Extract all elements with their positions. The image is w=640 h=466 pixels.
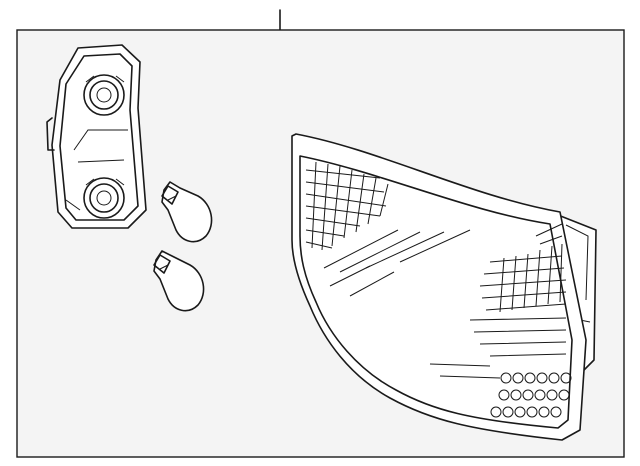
- tail-lamp-icon: [291, 133, 597, 441]
- bulb-upper-icon: [161, 181, 213, 243]
- lens-grid-upper-left: [305, 161, 389, 251]
- lens-grid-right: [479, 223, 567, 313]
- lens-led-array: [490, 372, 572, 418]
- lens-hatch: [323, 229, 471, 297]
- bulb-lower-icon: [153, 250, 205, 312]
- socket-housing-icon: [46, 44, 147, 229]
- lens-bands: [429, 317, 567, 379]
